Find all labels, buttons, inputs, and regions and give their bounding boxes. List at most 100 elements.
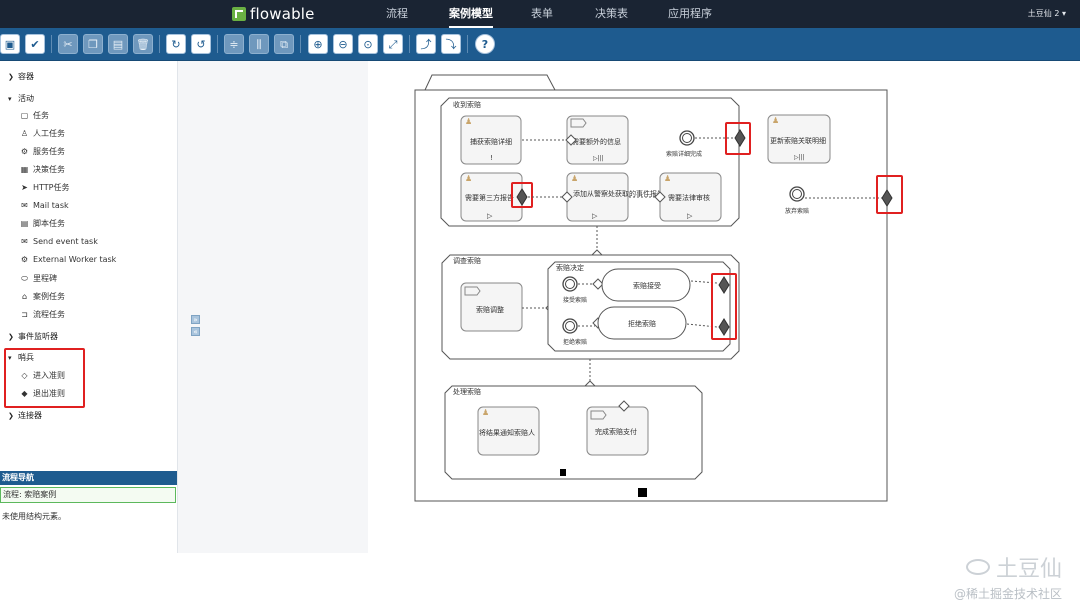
watermark-site: @稀土掘金技术社区 [953, 587, 1062, 601]
copy-button[interactable]: ❐ [83, 34, 103, 54]
entry-criterion[interactable] [618, 400, 630, 412]
palette-item-process-task[interactable]: ⊐流程任务 [20, 308, 65, 322]
play-marker: ▷ [687, 212, 693, 220]
expand-palette-button[interactable]: » [191, 315, 200, 324]
stage-label: 调查索赔 [453, 256, 481, 265]
undo-icon: ↺ [196, 37, 206, 51]
paste-button[interactable]: ▤ [108, 34, 128, 54]
trash-icon: 🗑 [136, 37, 150, 51]
exit-criterion[interactable] [516, 188, 528, 206]
toolbar-separator [217, 35, 218, 53]
delete-button[interactable]: 🗑 [133, 34, 153, 54]
palette-item-label: Send event task [33, 237, 98, 246]
same-size-button[interactable]: ⧉ [274, 34, 294, 54]
stage-label: 收到索赔 [453, 100, 481, 109]
manual-activation-marker: ▷||| [794, 154, 805, 161]
exit-criterion[interactable] [718, 318, 730, 336]
nav-case-model[interactable]: 案例模型 [449, 0, 493, 28]
exit-criterion[interactable] [718, 276, 730, 294]
palette-item-external-worker-task[interactable]: ⚙External Worker task [20, 253, 116, 267]
process-task-reject-claim[interactable] [597, 306, 687, 340]
annotation-highlight [876, 175, 903, 214]
entry-criterion[interactable] [565, 134, 577, 146]
chevron-right-icon: ❯ [8, 333, 14, 341]
milestone-label: 索赔详细完成 [666, 150, 702, 158]
navigator-empty-text: 未使用结构元素。 [2, 512, 66, 521]
process-task-claim-accepted[interactable] [601, 268, 691, 302]
palette-item-http-task[interactable]: ➤HTTP任务 [20, 181, 69, 195]
palette-group-event-listeners[interactable]: ❯事件监听器 [8, 330, 58, 344]
collapse-palette-button[interactable]: « [191, 327, 200, 336]
bend-point-remove-icon: ⤵ [445, 37, 457, 51]
chevron-down-icon: ▾ [1061, 9, 1066, 18]
user-icon: ♟ [465, 117, 472, 126]
navigator-selected-item[interactable]: 流程: 索赔案例 [0, 487, 176, 503]
palette-item-task[interactable]: ▢任务 [20, 109, 49, 123]
validate-button[interactable]: ✔ [25, 34, 45, 54]
zoom-out-button[interactable]: ⊖ [333, 34, 353, 54]
palette-item-milestone[interactable]: ⬭里程碑 [20, 272, 57, 286]
redo-button[interactable]: ↻ [166, 34, 186, 54]
entry-criterion[interactable] [561, 191, 573, 203]
nav-form[interactable]: 表单 [531, 7, 553, 20]
exit-criterion[interactable] [734, 129, 746, 147]
palette-item-mail-task[interactable]: ✉Mail task [20, 199, 69, 213]
cut-button[interactable]: ✂ [58, 34, 78, 54]
wechat-icon [965, 559, 990, 575]
task-update-claim-details[interactable] [767, 114, 831, 164]
palette-group-sentries[interactable]: ▾哨兵 [8, 351, 34, 365]
play-marker: ▷ [592, 212, 598, 220]
palette-item-label: HTTP任务 [33, 183, 70, 192]
zoom-actual-button[interactable]: ⊙ [358, 34, 378, 54]
same-size-icon: ⧉ [280, 37, 288, 51]
palette-item-case-task[interactable]: ⌂案例任务 [20, 290, 65, 304]
undo-button[interactable]: ↺ [191, 34, 211, 54]
zoom-fit-button[interactable]: ⤢ [383, 34, 403, 54]
align-vertical-button[interactable]: ≑ [224, 34, 244, 54]
top-navbar: flowable 流程 案例模型 表单 决策表 应用程序 土豆仙 2 ▾ [0, 0, 1080, 28]
stage-collapse-marker[interactable] [560, 469, 566, 476]
diamond-outline-icon: ◇ [21, 371, 28, 380]
palette-group-activities[interactable]: ▾活动 [8, 92, 34, 106]
zoom-in-button[interactable]: ⊕ [308, 34, 328, 54]
diagram-canvas[interactable]: 收到索赔 ♟ 捕获索赔详细 ! 需要额外的信息 ▷||| 索赔详细完成 ♟ 更新… [369, 61, 1080, 601]
palette-item-service-task[interactable]: ⚙服务任务 [20, 145, 65, 159]
diamond-filled-icon: ◆ [21, 389, 28, 398]
exit-criterion[interactable] [881, 189, 893, 207]
nav-active-indicator [449, 26, 493, 28]
task-notify-claimant[interactable] [477, 406, 540, 456]
milestone-label: 拒绝索赔 [563, 338, 587, 346]
entry-criterion[interactable] [654, 191, 666, 203]
nav-decision-table[interactable]: 决策表 [595, 7, 628, 20]
user-menu[interactable]: 土豆仙 2 ▾ [1028, 0, 1066, 28]
palette-item-decision-task[interactable]: ▦决策任务 [20, 163, 65, 177]
palette-item-script-task[interactable]: ▤脚本任务 [20, 217, 65, 231]
palette-group-label: 容器 [18, 72, 34, 81]
gear-icon: ⚙ [20, 255, 29, 264]
script-icon: ▤ [20, 219, 29, 228]
flowable-logo[interactable]: flowable [232, 5, 315, 23]
nav-apps[interactable]: 应用程序 [668, 7, 712, 20]
zoom-fit-icon: ⤢ [388, 37, 398, 51]
chevron-right-icon: ❯ [8, 412, 14, 420]
align-horizontal-button[interactable]: ⫼ [249, 34, 269, 54]
bend-point-remove-button[interactable]: ⤵ [441, 34, 461, 54]
help-button[interactable]: ? [475, 34, 495, 54]
collapse-strip: » « [178, 61, 368, 553]
palette-item-entry-criterion[interactable]: ◇进入准则 [20, 369, 65, 383]
editor-toolbar: ▣ ✔ ✂ ❐ ▤ 🗑 ↻ ↺ ≑ ⫼ ⧉ ⊕ ⊖ ⊙ ⤢ ⤴ ⤵ ? [0, 28, 1080, 61]
bend-point-add-button[interactable]: ⤴ [416, 34, 436, 54]
palette-group-containers[interactable]: ❯容器 [8, 70, 34, 84]
task-capture-claim[interactable] [460, 115, 522, 165]
palette-item-human-task[interactable]: ♙人工任务 [20, 127, 65, 141]
palette-item-exit-criterion[interactable]: ◆退出准则 [20, 387, 65, 401]
task-label: 更新索赔关联明细 [770, 136, 826, 145]
palette-item-send-event-task[interactable]: ✉Send event task [20, 235, 98, 249]
nav-process[interactable]: 流程 [386, 7, 408, 20]
save-button[interactable]: ▣ [0, 34, 20, 54]
process-icon: ⊐ [21, 310, 28, 319]
case-collapse-marker[interactable] [638, 488, 647, 497]
watermark-author: 土豆仙 [995, 557, 1062, 582]
palette-group-label: 哨兵 [18, 353, 34, 362]
palette-group-connectors[interactable]: ❯连接器 [8, 409, 42, 423]
